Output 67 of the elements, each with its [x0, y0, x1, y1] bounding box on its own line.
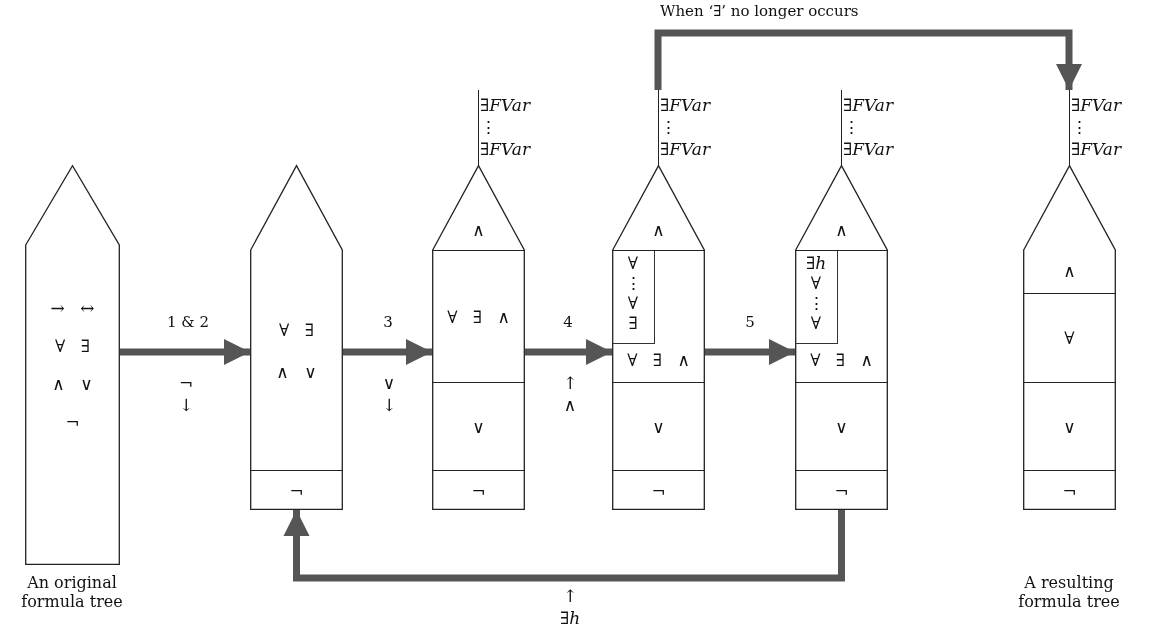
thick-arrow: [343, 339, 432, 365]
logic-symbols: ∧: [472, 220, 485, 240]
logic-symbols: → ↔: [50, 298, 95, 318]
logic-symbol: ∀: [810, 313, 822, 333]
formula-tree: [1023, 165, 1116, 510]
logic-symbols: ¬: [471, 480, 486, 501]
quantifier-label: ⋮: [480, 116, 498, 138]
thick-arrow: [525, 339, 612, 365]
formula-tree: [612, 165, 705, 510]
quantifier-label: ⋮: [660, 116, 678, 138]
operator-note: ∨ ↓: [380, 372, 398, 416]
quantifier-box: [612, 251, 655, 344]
logic-symbols: ∨: [835, 416, 848, 437]
thick-arrow: [705, 339, 795, 365]
logic-symbols: ∨: [1063, 416, 1076, 437]
formula-tree: [250, 165, 343, 510]
quantifier-label: ∃FVar: [660, 94, 710, 116]
thick-arrow: [283, 510, 845, 582]
variable-stem: [478, 90, 530, 165]
logic-symbols: ∀ ∃: [55, 336, 90, 356]
logic-symbol: ∀: [627, 253, 639, 273]
quantifier-label: ∃FVar: [1071, 138, 1121, 160]
quantifier-label: ∃FVar: [480, 138, 530, 160]
logic-symbols: ¬: [834, 480, 849, 501]
logic-symbols: ∧ ∨: [276, 362, 317, 382]
quantifier-label: ∃FVar: [660, 138, 710, 160]
operator-note: ↑ ∧: [561, 372, 579, 416]
edge-label: ↑ ∃h: [558, 585, 582, 629]
logic-symbols: ¬: [289, 480, 304, 501]
variable-stem: [1069, 90, 1121, 165]
quantifier-label: ∃FVar: [843, 138, 893, 160]
logic-symbols: ∀ ∃ ∧: [627, 350, 690, 370]
variable-stem: [658, 90, 710, 165]
logic-symbol: ⋮: [624, 273, 642, 293]
formula-tree: [795, 165, 888, 510]
logic-symbols: ∨: [472, 416, 485, 437]
logic-symbols: ∀ ∃ ∧: [810, 350, 873, 370]
quantifier-label: ⋮: [843, 116, 861, 138]
tree-caption: A resulting formula tree: [1017, 573, 1121, 611]
thick-arrow: [120, 339, 250, 365]
quantifier-label: ∃FVar: [1071, 94, 1121, 116]
logic-symbol: ⋮: [807, 293, 825, 313]
formula-tree: [25, 165, 120, 565]
logic-symbols: ∧: [1063, 261, 1076, 281]
quantifier-box: [795, 251, 838, 344]
logic-symbol: ∃h: [805, 253, 827, 273]
logic-symbols: ¬: [65, 412, 80, 432]
formula-tree: [432, 165, 525, 510]
logic-symbol: ∀: [810, 273, 822, 293]
operator-note: ¬ ↓: [177, 372, 195, 416]
logic-symbol: ∃: [628, 313, 638, 333]
logic-symbols: ∀ ∃ ∧: [447, 306, 510, 327]
logic-symbols: ∀ ∃: [279, 320, 314, 340]
logic-symbol: ∀: [627, 293, 639, 313]
logic-symbols: ¬: [1062, 480, 1077, 501]
tree-caption: An original formula tree: [20, 573, 124, 611]
logic-symbols: ¬: [651, 480, 666, 501]
logic-symbols: ∧: [652, 220, 665, 240]
quantifier-label: ∃FVar: [480, 94, 530, 116]
variable-stem: [841, 90, 893, 165]
quantifier-label: ⋮: [1071, 116, 1089, 138]
logic-symbols: ∧ ∨: [52, 374, 93, 394]
logic-symbols: ∨: [652, 416, 665, 437]
edge-label: When ‘∃’ no longer occurs: [660, 2, 859, 20]
quantifier-label: ∃FVar: [843, 94, 893, 116]
logic-symbols: ∀: [1064, 328, 1075, 348]
logic-symbols: ∧: [835, 220, 848, 240]
